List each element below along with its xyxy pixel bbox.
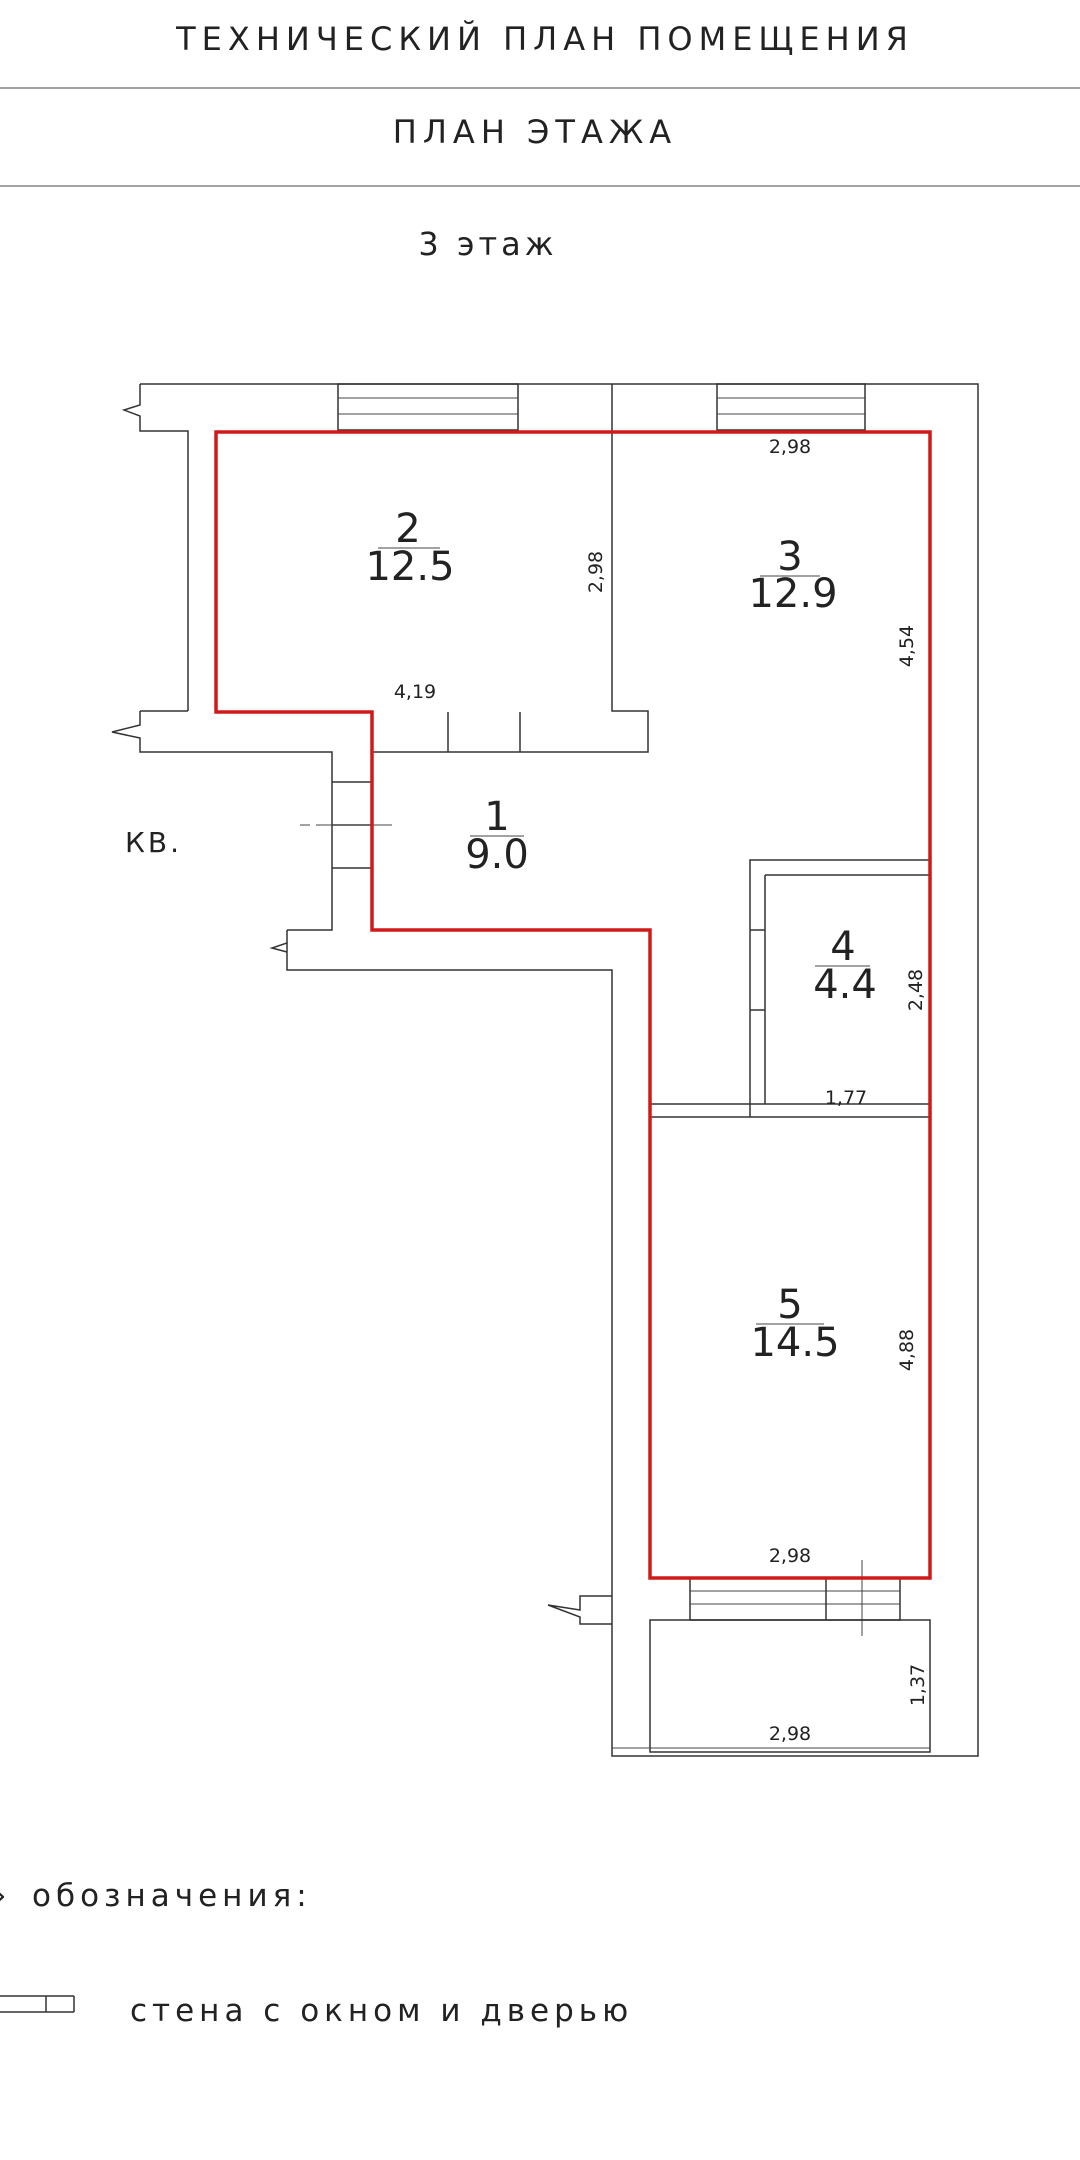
room-area: 14.5: [750, 1320, 839, 1366]
room-1-label: 1 9.0: [465, 794, 529, 878]
room-5-label: 5 14.5: [750, 1282, 839, 1366]
dimension-room3-width: 2,98: [769, 436, 811, 458]
dimension-room2-width: 4,19: [394, 681, 436, 703]
room-4-label: 4 4.4: [813, 924, 877, 1008]
dimension-balcony-width: 2,98: [769, 1723, 811, 1745]
legend-item-label: стена с окном и дверью: [130, 1993, 633, 2029]
floor-label: 3 этаж: [418, 225, 557, 263]
dimension-room4-width: 1,77: [825, 1087, 867, 1109]
apartment-outline: [214, 430, 932, 1580]
plan-title: ТЕХНИЧЕСКИЙ ПЛАН ПОМЕЩЕНИЯ: [175, 20, 914, 58]
room-number: 4: [830, 924, 855, 970]
legend-heading: обозначения:: [32, 1878, 312, 1914]
dimension-room5-width: 2,98: [769, 1545, 811, 1567]
room-area: 4.4: [813, 962, 877, 1008]
dimension-balcony-depth: 1,37: [907, 1664, 929, 1706]
room-area: 12.9: [748, 571, 837, 617]
room-number: 2: [395, 506, 420, 552]
apartment-label: КВ.: [125, 826, 182, 859]
wall-window-door-icon: [0, 1995, 75, 2013]
room-number: 1: [484, 794, 509, 840]
room-area: 9.0: [465, 832, 529, 878]
dimension-room2-depth: 2,98: [585, 551, 607, 593]
plan-subtitle: ПЛАН ЭТАЖА: [393, 113, 677, 151]
room-number: 3: [777, 534, 802, 580]
room-number: 5: [777, 1282, 802, 1328]
dimension-room5-depth: 4,88: [896, 1329, 918, 1371]
building-walls: [111, 383, 979, 1757]
room-3-label: 3 12.9: [748, 534, 837, 617]
room-area: 12.5: [365, 544, 454, 590]
legend-bullet-icon: ›: [0, 1878, 11, 1914]
legend: › обозначения: стена с окном и дверью: [0, 1878, 633, 2029]
dimension-room3-depth: 4,54: [896, 625, 918, 667]
room-2-label: 2 12.5: [365, 506, 454, 590]
dimension-room4-depth: 2,48: [905, 969, 927, 1011]
balcony: [612, 1619, 931, 1753]
